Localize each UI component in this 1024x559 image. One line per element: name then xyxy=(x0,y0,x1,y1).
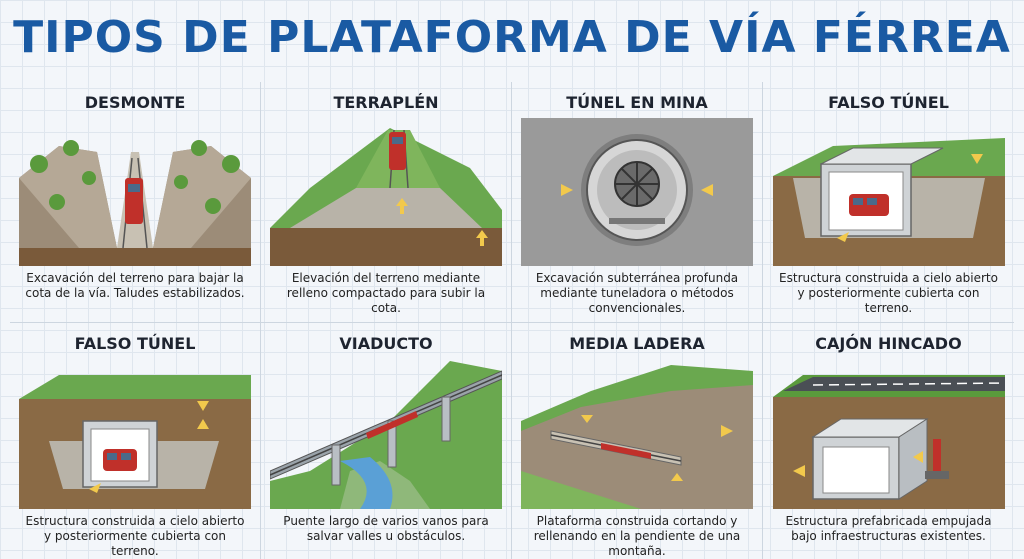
arrow-icon xyxy=(701,184,713,196)
panel-grid: DESMONTE Excavación del terreno para baj… xyxy=(10,82,1014,559)
train-icon xyxy=(366,411,418,439)
panel-title: VIADUCTO xyxy=(339,334,433,353)
arrow-icon xyxy=(671,473,683,481)
arrow-icon xyxy=(197,419,209,429)
panel-title: TÚNEL EN MINA xyxy=(566,93,708,112)
panel-cajon-hincado: CAJÓN HINCADO Estructura prefabricada em… xyxy=(763,323,1014,559)
terraplen-illustration xyxy=(270,128,502,266)
panel-caption: Estructura construida a cielo abierto y … xyxy=(25,514,245,558)
media-ladera-illustration xyxy=(521,365,753,509)
panel-desmonte: DESMONTE Excavación del terreno para baj… xyxy=(10,82,261,323)
arrow-icon xyxy=(970,154,983,164)
panel-terraplen: TERRAPLÉN Elevación del terreno mediante… xyxy=(261,82,512,323)
panel-caption: Puente largo de varios vanos para salvar… xyxy=(283,514,489,543)
panel-caption: Excavación subterránea profunda mediante… xyxy=(535,271,739,315)
panel-tunel-mina: TÚNEL EN MINA Excavación subterránea pro… xyxy=(512,82,763,323)
arrow-icon xyxy=(836,232,849,242)
panel-title: TERRAPLÉN xyxy=(333,93,439,112)
arrow-icon xyxy=(581,415,593,423)
arrow-icon xyxy=(89,483,101,493)
river xyxy=(340,457,393,509)
tunel-mina-illustration xyxy=(521,118,753,266)
panel-media-ladera: MEDIA LADERA Plataforma construida corta… xyxy=(512,323,763,559)
viaducto-illustration xyxy=(270,361,502,509)
panel-title: CAJÓN HINCADO xyxy=(815,334,962,353)
cajon-hincado-illustration xyxy=(772,375,1005,509)
arrow-icon xyxy=(396,198,408,206)
desmonte-illustration xyxy=(19,140,251,266)
panel-caption: Elevación del terreno mediante relleno c… xyxy=(286,271,486,315)
panel-caption: Estructura prefabricada empujada bajo in… xyxy=(785,514,992,543)
panel-title: DESMONTE xyxy=(84,93,186,112)
arrow-icon xyxy=(721,425,733,437)
arrow-icon xyxy=(476,230,488,238)
panel-caption: Excavación del terreno para bajar la cot… xyxy=(25,271,245,300)
panel-viaducto: VIADUCTO Puente largo de varios vanos pa… xyxy=(261,323,512,559)
panel-falso-tunel-1: FALSO TÚNEL Estructura construida a ciel… xyxy=(763,82,1014,323)
page-title: TIPOS DE PLATAFORMA DE VÍA FÉRREA xyxy=(13,12,1011,63)
arrow-icon xyxy=(912,451,923,463)
panel-title: FALSO TÚNEL xyxy=(828,93,949,112)
panel-falso-tunel-2: FALSO TÚNEL Estructura construida a ciel… xyxy=(10,323,261,559)
falso-tunel-illustration xyxy=(772,138,1005,266)
panel-title: FALSO TÚNEL xyxy=(74,334,196,353)
panel-caption: Plataforma construida cortando y rellena… xyxy=(533,514,741,558)
falso-tunel-illustration xyxy=(19,375,251,509)
train-icon xyxy=(601,443,651,459)
arrow-icon xyxy=(197,401,209,411)
panel-caption: Estructura construida a cielo abierto y … xyxy=(779,271,998,315)
panel-title: MEDIA LADERA xyxy=(569,334,705,353)
arrow-icon xyxy=(792,465,805,477)
jack-icon xyxy=(932,439,941,471)
arrow-icon xyxy=(561,184,573,196)
